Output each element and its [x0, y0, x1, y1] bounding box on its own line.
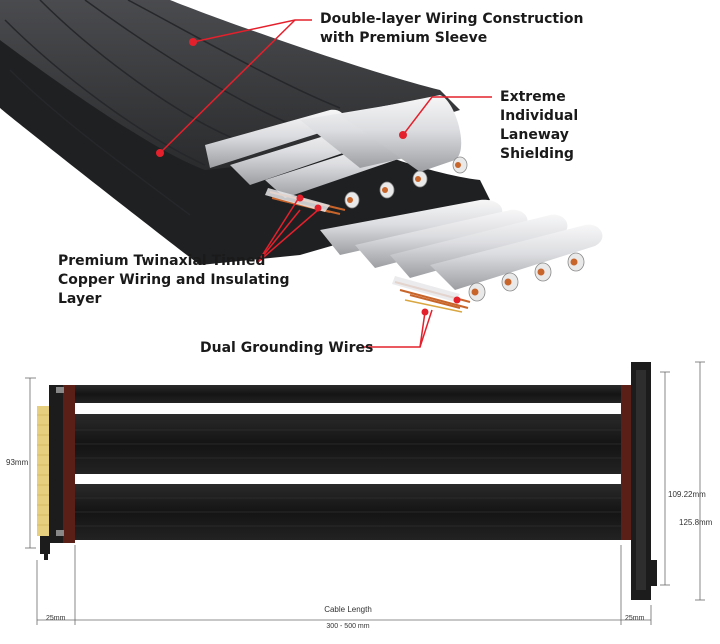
dim-cable-length-range: 300 - 500 mm — [326, 623, 369, 630]
ribbon-top — [75, 385, 623, 403]
dim-right-outer-height: 125.8mm — [679, 518, 713, 527]
dim-left-height: 93mm — [6, 458, 29, 467]
dim-left-width: 25mm — [46, 615, 66, 622]
dim-right-inner-height: 109.22mm — [668, 490, 706, 499]
callout-grounding: Dual Grounding Wires — [200, 340, 373, 356]
callout-double-layer: Double-layer Wiring Construction with Pr… — [320, 11, 588, 46]
callout-lines — [159, 19, 492, 348]
gold-contacts — [37, 406, 49, 536]
sleeve-grooves — [4, 0, 341, 216]
dim-right-width: 25mm — [625, 615, 645, 622]
riser-cable — [37, 362, 657, 600]
callout-dots — [156, 38, 461, 316]
dimension-lines — [25, 361, 705, 625]
left-pcb — [49, 385, 65, 543]
callout-twinaxial: Premium Twinaxial Tinned Copper Wiring a… — [58, 253, 294, 307]
cable-cross-section — [0, 0, 603, 313]
dim-cable-length-label: Cable Length — [324, 605, 372, 614]
lower-shielded-pairs — [320, 199, 603, 313]
callout-shielding: Extreme Individual Laneway Shielding — [500, 89, 583, 162]
right-connector — [621, 385, 633, 540]
left-connector — [63, 385, 75, 543]
